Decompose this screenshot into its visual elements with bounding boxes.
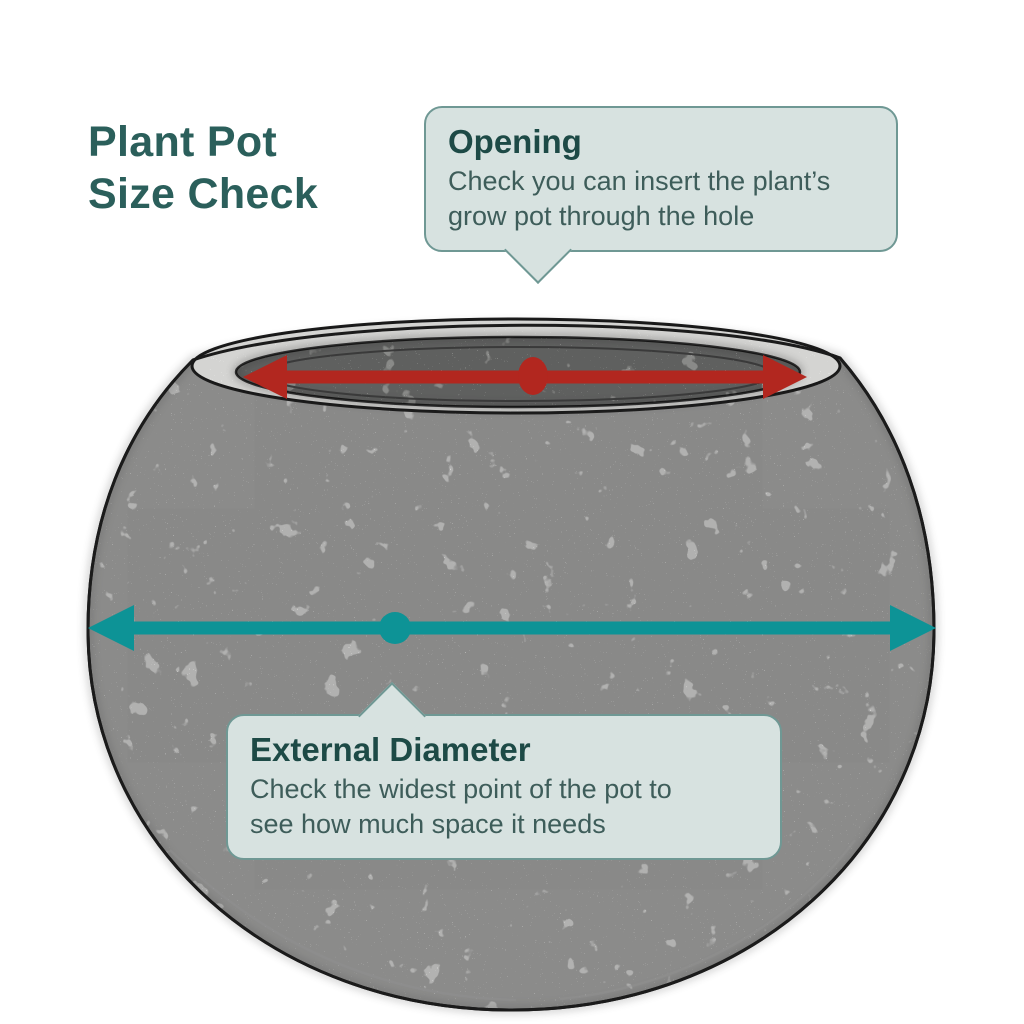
callout-external-body: Check the widest point of the pot to see… xyxy=(250,774,672,839)
callout-external-heading: External Diameter xyxy=(250,731,531,768)
opening-arrow xyxy=(243,355,807,399)
callout-opening-body: Check you can insert the plant’s grow po… xyxy=(448,166,831,231)
page-title-line1: Plant Pot xyxy=(88,118,278,166)
arrowhead-right-icon xyxy=(763,355,807,399)
page-title: Plant Pot Size Check xyxy=(88,116,318,221)
opening-measure-point-icon xyxy=(518,357,548,395)
page-title-line2: Size Check xyxy=(88,170,319,219)
arrowhead-left-icon xyxy=(88,605,134,651)
arrowhead-left-icon xyxy=(243,355,287,399)
external-diameter-arrow xyxy=(88,605,936,651)
callout-opening-heading: Opening xyxy=(448,123,582,160)
arrowhead-right-icon xyxy=(890,605,936,651)
callout-opening: Opening Check you can insert the plant’s… xyxy=(424,106,898,285)
external-measure-point-icon xyxy=(379,612,411,644)
callout-external-diameter: External Diameter Check the widest point… xyxy=(226,682,782,861)
